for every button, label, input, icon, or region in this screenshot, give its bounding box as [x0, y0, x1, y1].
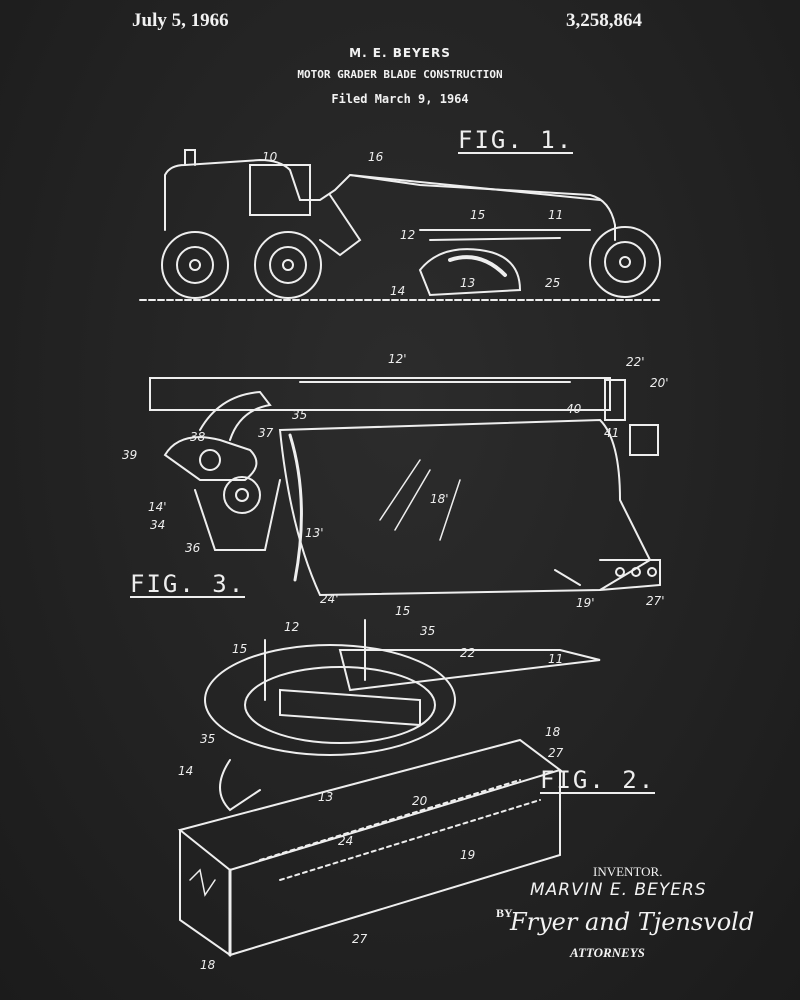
- ref-numeral: 20': [650, 376, 669, 390]
- ref-numeral: 12: [400, 228, 416, 242]
- ref-numeral: 35: [200, 732, 216, 746]
- inventor-label: INVENTOR.: [593, 864, 663, 879]
- fig3-label: FIG. 3.: [130, 570, 246, 598]
- ref-numeral: 35: [420, 624, 436, 638]
- inventor-name: MARVIN E. BEYERS: [530, 880, 707, 900]
- ref-numeral: 14: [390, 284, 406, 298]
- fig3-blade-section: [149, 377, 661, 597]
- ref-numeral: 24': [320, 592, 339, 606]
- patent-date: July 5, 1966: [132, 10, 229, 31]
- ref-numeral: 18: [545, 725, 561, 739]
- ref-numeral: 14': [148, 500, 167, 514]
- ref-numeral: 13': [305, 526, 324, 540]
- ref-numeral: 10: [262, 150, 278, 164]
- inventor-header: M. E. BEYERS: [349, 46, 451, 60]
- fig1-label: FIG. 1.: [458, 126, 574, 154]
- ref-numeral: 18': [430, 492, 449, 506]
- ref-numeral: 41: [604, 426, 620, 440]
- ref-numeral: 13: [460, 276, 476, 290]
- ref-numeral: 11: [548, 208, 564, 222]
- ref-numeral: 27: [548, 746, 564, 760]
- ref-numeral: 12': [388, 352, 407, 366]
- fig2-blade-perspective: [177, 619, 601, 957]
- by-label: BY: [496, 906, 513, 920]
- ref-numeral: 18: [200, 958, 216, 972]
- ref-numeral: 12: [284, 620, 300, 634]
- ref-numeral: 11: [548, 652, 564, 666]
- ref-numeral: 22': [626, 355, 645, 369]
- ref-numeral: 39: [122, 448, 138, 462]
- ref-numeral: 25: [545, 276, 561, 290]
- ref-numeral: 36: [185, 541, 201, 555]
- ref-numeral: 19': [576, 596, 595, 610]
- ref-numeral: 14: [178, 764, 194, 778]
- ref-numeral: 27': [646, 594, 665, 608]
- attorneys-label: ATTORNEYS: [570, 945, 645, 960]
- ref-numeral: 13: [318, 790, 334, 804]
- ref-numeral: 35: [292, 408, 308, 422]
- ref-numeral: 15: [232, 642, 248, 656]
- ref-numeral: 24: [338, 834, 354, 848]
- ref-numeral: 20: [412, 794, 428, 808]
- filed-date: Filed March 9, 1964: [331, 92, 469, 106]
- ref-numeral: 34: [150, 518, 166, 532]
- ref-numeral: 22: [460, 646, 476, 660]
- ref-numeral: 15: [470, 208, 486, 222]
- patent-title: MOTOR GRADER BLADE CONSTRUCTION: [297, 68, 503, 81]
- ref-numeral: 15: [395, 604, 411, 618]
- ref-numeral: 16: [368, 150, 384, 164]
- ref-numeral: 37: [258, 426, 274, 440]
- attorney-signature: Fryer and Tjensvold: [510, 908, 755, 936]
- patent-number: 3,258,864: [566, 10, 642, 31]
- fig2-label: FIG. 2.: [540, 766, 656, 794]
- ref-numeral: 38: [190, 430, 206, 444]
- fig1-motor-grader: [139, 149, 661, 301]
- ref-numeral: 27: [352, 932, 368, 946]
- ref-numeral: 40: [566, 402, 582, 416]
- ref-numeral: 19: [460, 848, 476, 862]
